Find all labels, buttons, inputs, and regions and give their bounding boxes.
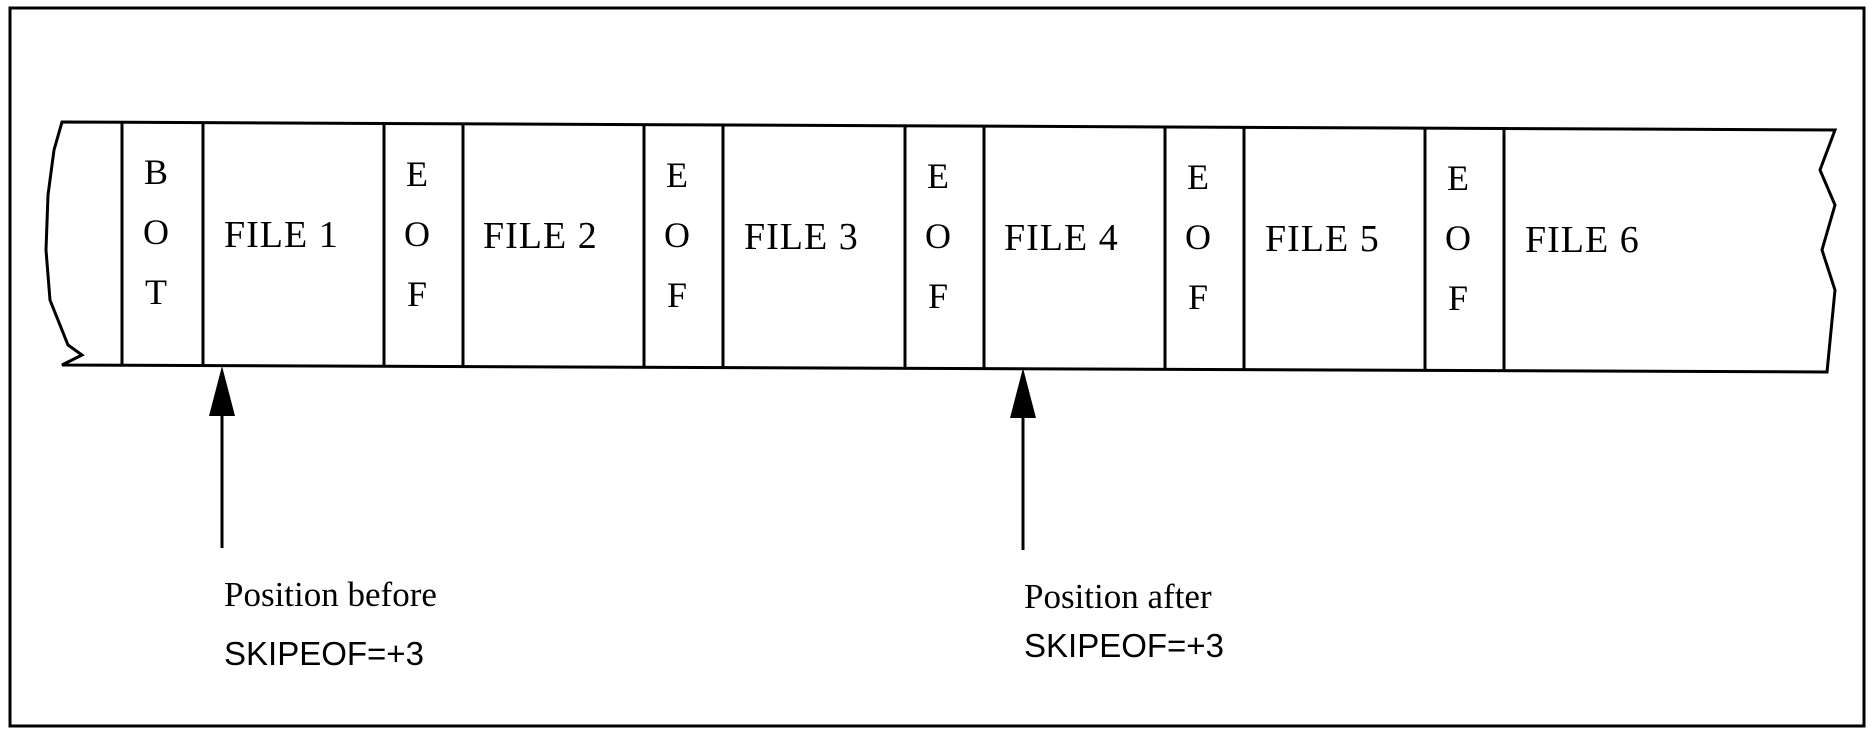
eof-marker-4: E O F — [1185, 157, 1211, 317]
outer-frame — [8, 6, 1866, 728]
eof-marker-5: E O F — [1445, 158, 1471, 318]
eof-letter: F — [928, 276, 948, 316]
eof-letter: O — [664, 215, 690, 255]
tape-strip — [44, 120, 1838, 374]
eof-letter: O — [1185, 217, 1211, 257]
file-label: FILE 1 — [224, 214, 339, 256]
arrow-before — [209, 366, 235, 548]
eof-letter: F — [1188, 277, 1208, 317]
eof-letter: E — [1447, 158, 1469, 198]
eof-letter: O — [1445, 218, 1471, 258]
eof-letter: E — [1187, 157, 1209, 197]
eof-marker-3: E O F — [925, 156, 951, 316]
bot-letter: B — [144, 152, 168, 192]
file-label: FILE 5 — [1265, 218, 1380, 260]
file-label: FILE 6 — [1525, 219, 1640, 261]
file-label: FILE 3 — [744, 216, 859, 258]
eof-marker-1: E O F — [404, 154, 430, 314]
eof-letter: F — [407, 274, 427, 314]
eof-letter: E — [666, 155, 688, 195]
segment-dividers — [120, 122, 1506, 370]
bot-letter: O — [143, 212, 169, 252]
eof-letter: O — [925, 216, 951, 256]
caption-before-line1: Position before — [224, 575, 437, 614]
caption-before-line2: SKIPEOF=+3 — [224, 635, 424, 672]
bot-letter: T — [145, 272, 167, 312]
arrow-head — [209, 366, 235, 416]
file-label: FILE 2 — [483, 215, 598, 257]
caption-after-line1: Position after — [1024, 577, 1212, 616]
eof-letter: E — [927, 156, 949, 196]
eof-letter: E — [406, 154, 428, 194]
eof-letter: F — [1448, 278, 1468, 318]
arrow-after — [1010, 368, 1036, 550]
arrow-head — [1010, 368, 1036, 418]
bot-marker: B O T — [143, 152, 169, 312]
eof-marker-2: E O F — [664, 155, 690, 315]
caption-after-line2: SKIPEOF=+3 — [1024, 627, 1224, 664]
eof-letter: O — [404, 214, 430, 254]
eof-letter: F — [667, 275, 687, 315]
file-label: FILE 4 — [1004, 217, 1119, 259]
